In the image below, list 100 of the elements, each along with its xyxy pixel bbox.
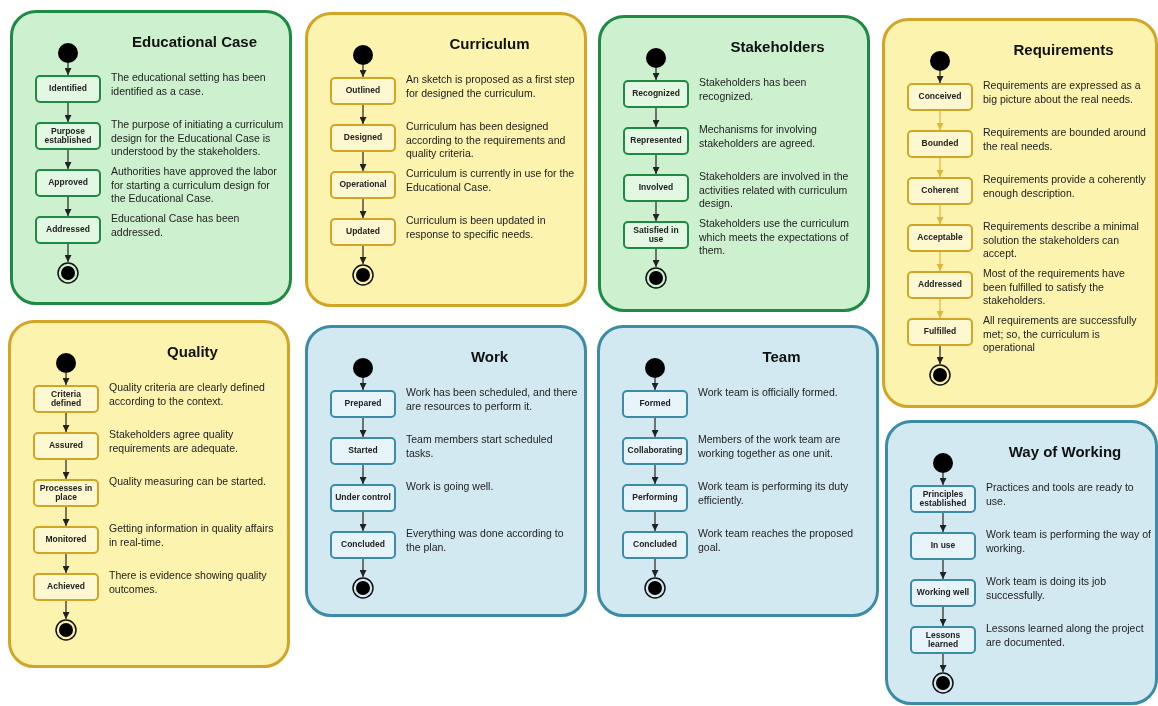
state-box: Performing [622, 484, 688, 512]
state-panel [885, 420, 1158, 705]
state-description: Requirements provide a coherently enough description. [983, 173, 1147, 201]
arrow [939, 559, 947, 580]
arrow [651, 377, 659, 391]
panel-title: Quality [166, 343, 219, 360]
state-box: Conceived [907, 83, 973, 111]
state-description: Stakeholders agree quality requirements are adequate. [109, 428, 239, 456]
arrow [64, 102, 72, 123]
state-description: Lessons learned along the project are documented. [986, 622, 1145, 650]
state-description: Everything was done according to the plan. [406, 527, 565, 555]
state-panel [598, 15, 870, 312]
end-circle [645, 267, 667, 289]
state-box: Addressed [907, 271, 973, 299]
arrow [652, 248, 660, 268]
arrow [359, 377, 367, 391]
end-circle [352, 264, 374, 286]
arrow [359, 198, 367, 219]
state-box: Working well [910, 579, 976, 607]
arrow [652, 154, 660, 175]
state-description: Practices and tools are ready to use. [986, 481, 1135, 509]
arrow [62, 553, 70, 574]
state-box: Updated [330, 218, 396, 246]
arrow [936, 345, 944, 365]
end-circle [352, 577, 374, 599]
state-box: Concluded [330, 531, 396, 559]
arrow [64, 243, 72, 263]
state-box: Operational [330, 171, 396, 199]
start-circle [933, 453, 953, 473]
state-description: Requirements describe a minimal solution the stakeholders can accept. [983, 220, 1140, 261]
start-circle [56, 353, 76, 373]
arrow [359, 558, 367, 578]
panel-title: Stakeholders [729, 38, 826, 55]
state-box: Assured [33, 432, 99, 460]
state-box: Addressed [35, 216, 101, 244]
state-description: Getting information in quality affairs in real-time. [109, 522, 275, 550]
arrow [936, 157, 944, 178]
arrow [64, 196, 72, 217]
arrow [652, 67, 660, 81]
panel-title: Team [761, 348, 802, 365]
state-box: Identified [35, 75, 101, 103]
state-description: All requirements are successfully met; so, the curriculum is operational [983, 314, 1138, 355]
state-description: The educational setting has been identified as a case. [111, 71, 267, 99]
start-circle [646, 48, 666, 68]
arrow [64, 62, 72, 76]
state-box: Formed [622, 390, 688, 418]
state-description: An sketch is proposed as a first step for designed the curriculum. [406, 73, 576, 101]
arrow [64, 149, 72, 170]
state-panel [597, 325, 879, 617]
state-box: Designed [330, 124, 396, 152]
state-description: Curriculum is currently in use for the Educational Case. [406, 167, 576, 195]
end-circle [55, 619, 77, 641]
state-box: Lessons learned [910, 626, 976, 654]
state-description: Curriculum is been updated in response to specific needs. [406, 214, 547, 242]
panel-title: Way of Working [1007, 443, 1123, 460]
state-panel [882, 18, 1158, 408]
arrow [62, 372, 70, 386]
state-description: Work team is doing its job successfully. [986, 575, 1108, 603]
arrow [359, 417, 367, 438]
arrow [359, 64, 367, 78]
state-description: Quality criteria are clearly defined according to the context. [109, 381, 266, 409]
panel-title: Educational Case [130, 33, 258, 50]
panel-title: Requirements [1012, 41, 1115, 58]
arrow [359, 104, 367, 125]
arrow [936, 298, 944, 319]
arrow [939, 653, 947, 673]
state-description: Stakeholders are involved in the activities related with curriculum design. [699, 170, 850, 211]
state-box: Criteria defined [33, 385, 99, 413]
start-circle [353, 45, 373, 65]
state-box: Fulfilled [907, 318, 973, 346]
state-box: Achieved [33, 573, 99, 601]
state-description: Educational Case has been addressed. [111, 212, 241, 240]
state-description: Authorities have approved the labor for starting a curriculum design for the Educational Case. [111, 165, 278, 206]
arrow [359, 464, 367, 485]
state-box: Monitored [33, 526, 99, 554]
state-description: Work team reaches the proposed goal. [698, 527, 855, 555]
state-description: There is evidence showing quality outcomes. [109, 569, 268, 597]
arrow [936, 70, 944, 84]
state-panel [10, 10, 292, 305]
state-description: The purpose of initiating a curriculum design for the Educational Case is understood by the stakeholders. [111, 118, 285, 159]
state-description: Team members start scheduled tasks. [406, 433, 554, 461]
state-box: Under control [330, 484, 396, 512]
arrow [62, 459, 70, 480]
arrow [359, 511, 367, 532]
arrow [651, 511, 659, 532]
state-box: Prepared [330, 390, 396, 418]
state-box: Approved [35, 169, 101, 197]
state-box: Concluded [622, 531, 688, 559]
state-description: Curriculum has been designed according to the requirements and quality criteria. [406, 120, 567, 161]
start-circle [930, 51, 950, 71]
arrow [652, 107, 660, 128]
state-description: Stakeholders use the curriculum which meets the expectations of them. [699, 217, 850, 258]
arrow [62, 412, 70, 433]
state-description: Mechanisms for involving stakeholders are agreed. [699, 123, 818, 151]
state-box: Principles established [910, 485, 976, 513]
panel-title: Work [469, 348, 510, 365]
state-description: Members of the work team are working together as one unit. [698, 433, 842, 461]
state-box: Involved [623, 174, 689, 202]
state-box: Coherent [907, 177, 973, 205]
state-box: Recognized [623, 80, 689, 108]
